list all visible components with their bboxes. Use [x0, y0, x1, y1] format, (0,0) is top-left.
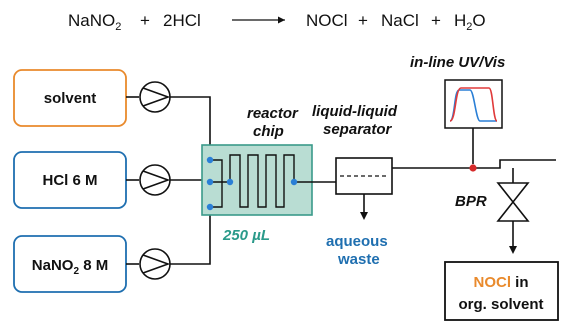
bpr-valve-top [496, 182, 530, 204]
pump-hcl [139, 164, 171, 196]
chip-port-3 [206, 203, 214, 211]
aqueous-waste-line2: waste [337, 251, 380, 268]
product-line1: NOCl in [474, 274, 529, 291]
pump-solvent [139, 81, 171, 113]
solvent-to-chip-line [170, 96, 211, 160]
separator-to-bpr-line [392, 159, 556, 169]
pump-nano2 [139, 248, 171, 280]
chip-port-2 [206, 178, 214, 186]
solvent-inlet-box [13, 69, 127, 127]
bpr-valve-bottom [496, 200, 530, 222]
eq-product2: NaCl [381, 11, 419, 30]
chip-port-1 [206, 156, 214, 164]
chip-port-outlet [290, 178, 298, 186]
reactor-inlet-mixing-channel [210, 159, 223, 208]
aqueous-waste-line1: aqueous [326, 233, 388, 250]
chip-port-4 [226, 178, 234, 186]
eq-plus2: + [358, 11, 368, 30]
hcl-inlet-label: HCl 6 M [42, 172, 97, 189]
solvent-inlet-label: solvent [44, 90, 97, 107]
nano2-to-chip-line [170, 207, 211, 265]
eq-reactant2: 2HCl [163, 11, 201, 30]
eq-product3: H2O [454, 11, 486, 33]
eq-reactant1: NaNO2 [68, 11, 121, 33]
bpr-label: BPR [455, 193, 487, 210]
eq-plus3: + [431, 11, 441, 30]
separator-title-line1: liquid-liquid [312, 103, 398, 120]
uv-junction [469, 164, 477, 172]
separator-title-line2: separator [323, 121, 393, 138]
reactor-title-line2: chip [253, 123, 284, 140]
nano2-inlet-label: NaNO2 8 M [32, 257, 108, 277]
uv-trace-red [449, 87, 498, 122]
reactor-serpentine-channel [222, 154, 312, 208]
product-line2: org. solvent [458, 296, 543, 313]
eq-arrow-head [278, 16, 285, 24]
reactor-volume: 250 µL [222, 227, 270, 244]
product-box [444, 261, 559, 321]
eq-plus1: + [140, 11, 150, 30]
reaction-equation: NaNO2 + 2HCl NOCl + NaCl + H2O [68, 11, 486, 33]
eq-product1: NOCl [306, 11, 348, 30]
reactor-title-line1: reactor [247, 105, 299, 122]
uv-title: in-line UV/Vis [410, 54, 505, 71]
